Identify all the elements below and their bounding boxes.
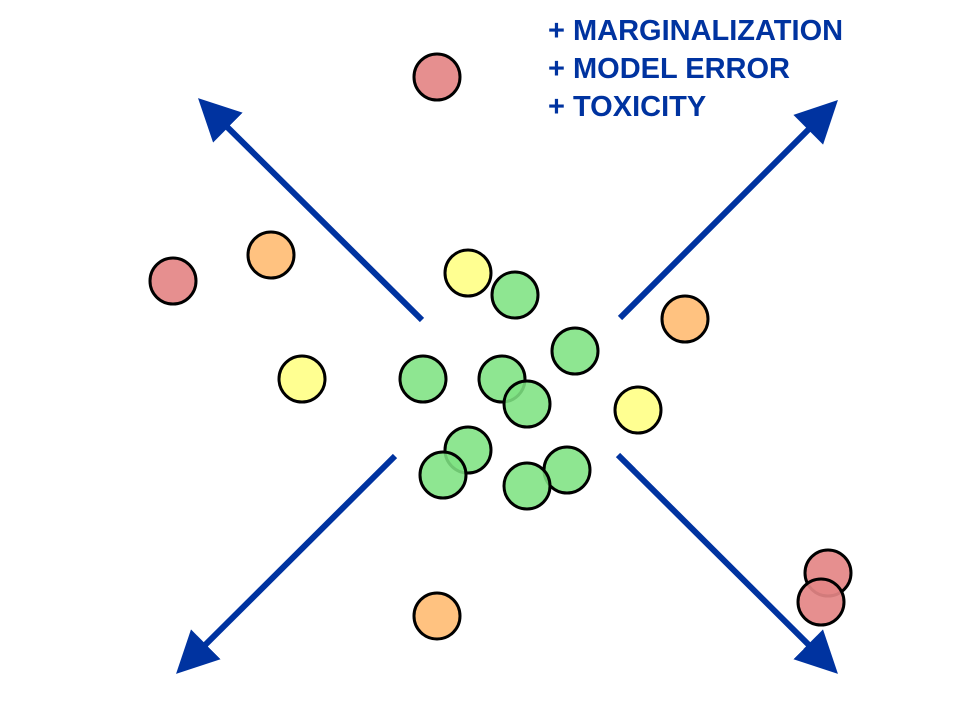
dots-group: [148, 52, 853, 641]
dot-orange: [246, 230, 296, 280]
dot-yellow: [613, 385, 663, 435]
legend-list: + MARGINALIZATION + MODEL ERROR + TOXICI…: [548, 12, 843, 126]
arrow-down-right: [615, 452, 838, 674]
legend-item-marginalization: + MARGINALIZATION: [548, 15, 844, 47]
legend-item-toxicity: + TOXICITY: [548, 91, 707, 123]
arrow-up-left: [198, 98, 425, 323]
arrow-down-left: [176, 453, 398, 674]
dot-green: [502, 379, 552, 429]
dot-red: [412, 52, 462, 102]
legend-item-model-error: + MODEL ERROR: [548, 53, 790, 85]
arrow-up-right: [617, 100, 838, 321]
dot-green: [418, 450, 468, 500]
dot-green: [550, 326, 600, 376]
dot-yellow: [443, 248, 493, 298]
dot-orange: [412, 591, 462, 641]
dot-red: [148, 256, 198, 306]
dot-red: [796, 577, 846, 627]
arrows-group: [176, 98, 838, 674]
dot-green: [490, 270, 540, 320]
dot-green: [398, 354, 448, 404]
dot-orange: [660, 294, 710, 344]
dot-yellow: [277, 354, 327, 404]
dot-green: [502, 461, 552, 511]
